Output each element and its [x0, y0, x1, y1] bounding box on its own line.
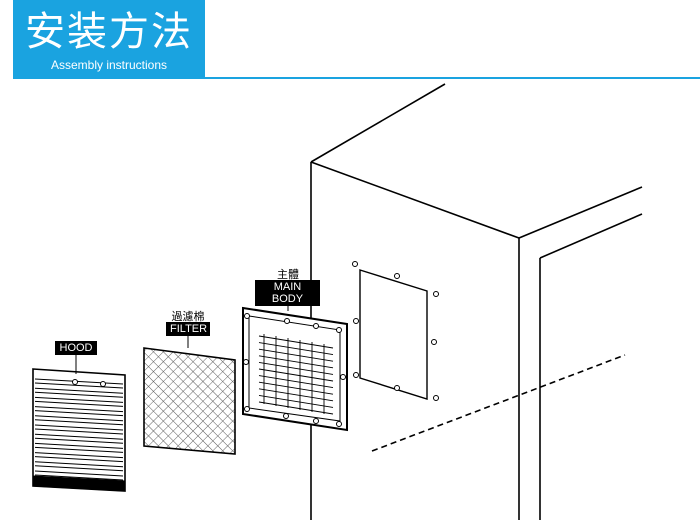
hood-louver: [34, 396, 124, 407]
cabinet-dashed-line: [371, 354, 626, 452]
main-body-grille-bar: [258, 342, 334, 356]
hood-louver: [34, 387, 124, 398]
header-divider: [13, 77, 700, 79]
main-body-grille-bar: [258, 361, 334, 375]
main-body-grille-bar: [258, 388, 334, 402]
main-body-label: MAIN BODY: [255, 280, 320, 306]
main-body-grille-bar: [258, 368, 334, 382]
page-title: 安装方法: [25, 9, 193, 55]
main-body-grille-bar: [258, 394, 334, 408]
hood-part: [32, 368, 126, 492]
title-banner: 安装方法 Assembly instructions: [13, 0, 205, 78]
main-body-grille-bar: [258, 348, 334, 362]
cabinet-front-top-edge: [310, 161, 520, 239]
cabinet-top-edge: [310, 83, 446, 163]
main-body-label-cn: 主體: [277, 268, 299, 281]
main-body-grille-bar: [258, 375, 334, 389]
hood-louver: [34, 433, 124, 444]
hood-louver: [34, 442, 124, 453]
hood-louver: [34, 415, 124, 426]
cabinet-door-top: [539, 213, 643, 259]
page-subtitle: Assembly instructions: [50, 58, 168, 72]
main-body-grille-bar: [258, 355, 334, 369]
hood-louver: [34, 406, 124, 417]
filter-label: FILTER: [166, 322, 210, 336]
hood-label: HOOD: [55, 341, 97, 355]
filter-part: [143, 347, 236, 455]
main-body-grille-bar: [258, 401, 334, 415]
hood-louver: [34, 461, 124, 472]
main-body-grille-bar: [258, 381, 334, 395]
filter-label-cn: 過濾棉: [171, 310, 205, 323]
hood-louver: [34, 424, 124, 435]
hood-louver: [34, 452, 124, 463]
cabinet-cutout: [359, 269, 428, 400]
main-body-part: [242, 306, 348, 432]
cutout-holes: [352, 261, 439, 401]
hood-louver: [34, 470, 124, 481]
cabinet-side-top-edge: [518, 186, 643, 239]
header: 安装方法 Assembly instructions: [0, 0, 700, 79]
main-body-grille-bar: [258, 335, 334, 349]
hood-louver: [34, 378, 124, 389]
